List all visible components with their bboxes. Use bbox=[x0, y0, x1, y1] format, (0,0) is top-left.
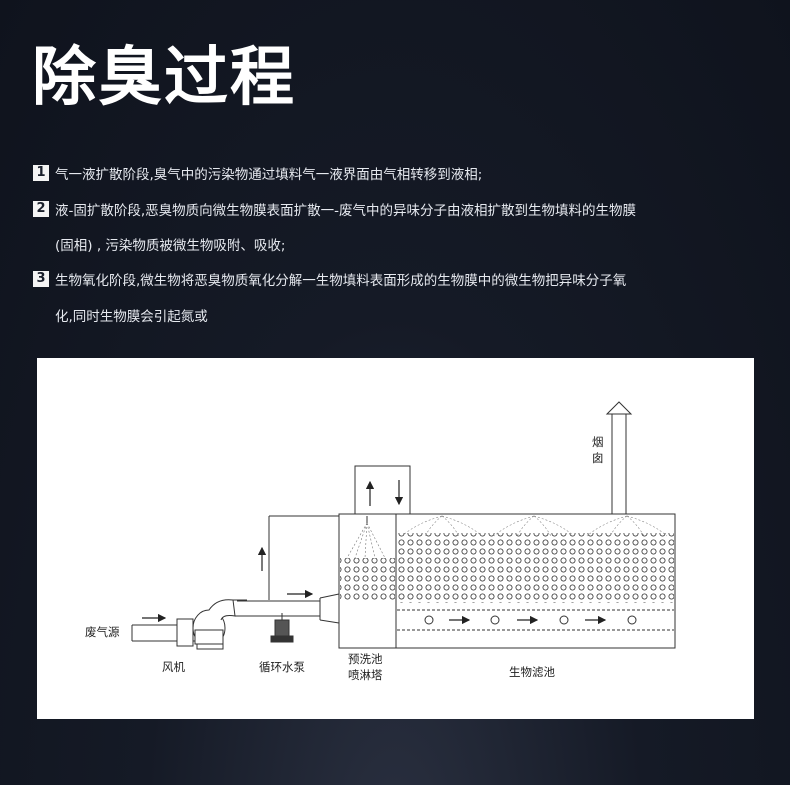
prewash-label-1: 预洗池 bbox=[348, 652, 383, 666]
step-2-continued: (固相) , 污染物质被微生物吸附、吸收; bbox=[55, 238, 286, 254]
step-text: 生物氧化阶段,微生物将恶臭物质氧化分解一生物填料表面形成的生物膜中的微生物把异味… bbox=[55, 273, 627, 289]
exhaust-source-label: 废气源 bbox=[85, 625, 120, 639]
step-text: 气一液扩散阶段,臭气中的污染物通过填料气一液界面由气相转移到液相; bbox=[55, 167, 483, 183]
step-number: 2 bbox=[33, 201, 49, 217]
step-2: 2 液-固扩散阶段,恶臭物质向微生物膜表面扩散一-废气中的异味分子由液相扩散到生物… bbox=[33, 199, 636, 219]
distribution-nozzles bbox=[424, 615, 637, 625]
pump bbox=[270, 613, 294, 643]
step-number: 3 bbox=[33, 271, 49, 287]
process-diagram: 废气源 风机 bbox=[37, 358, 754, 719]
prewash-label-2: 喷淋塔 bbox=[348, 668, 383, 682]
sprinkler-sprays bbox=[401, 515, 668, 537]
page-title: 除臭过程 bbox=[32, 41, 296, 115]
chimney-label-1: 烟 bbox=[592, 435, 604, 449]
step-3-continued: 化,同时生物膜会引起氮或 bbox=[55, 309, 208, 325]
prewash-tower bbox=[338, 465, 411, 649]
step-number: 1 bbox=[33, 165, 49, 181]
chimney bbox=[605, 401, 633, 515]
chimney-label-2: 囱 bbox=[592, 451, 604, 465]
main-duct bbox=[237, 593, 340, 624]
process-diagram-svg: 废气源 风机 bbox=[85, 401, 676, 682]
step-text: 液-固扩散阶段,恶臭物质向微生物膜表面扩散一-废气中的异味分子由液相扩散到生物填… bbox=[55, 203, 637, 219]
step-1: 1 气一液扩散阶段,臭气中的污染物通过填料气一液界面由气相转移到液相; bbox=[33, 163, 482, 183]
return-pipe bbox=[268, 515, 339, 600]
biofilter-label: 生物滤池 bbox=[509, 665, 555, 679]
step-3: 3 生物氧化阶段,微生物将恶臭物质氧化分解一生物填料表面形成的生物膜中的微生物把异… bbox=[33, 269, 626, 289]
fan-label: 风机 bbox=[162, 660, 185, 674]
biofilter-tank bbox=[395, 513, 676, 649]
pump-label: 循环水泵 bbox=[259, 660, 305, 674]
fan bbox=[176, 599, 247, 650]
